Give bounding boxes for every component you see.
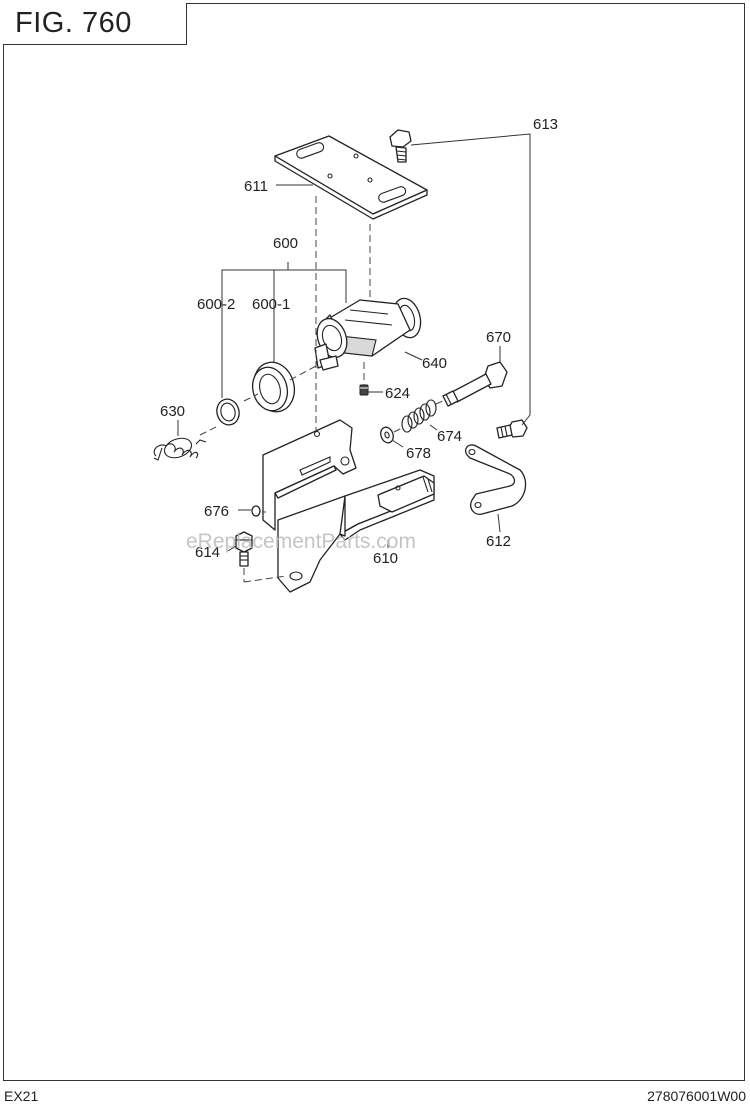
figure-title: FIG. 760: [15, 7, 132, 39]
label-614: 614: [195, 544, 220, 561]
label-612: 612: [486, 533, 511, 550]
hanger-612: [464, 444, 527, 515]
o-ring-600-2: [216, 398, 240, 426]
label-600-2: 600-2: [197, 296, 235, 313]
solenoid-640: [314, 297, 422, 371]
spring-630: [153, 437, 207, 461]
label-624: 624: [385, 385, 410, 402]
mounting-plate-611: [274, 135, 428, 220]
label-670: 670: [486, 329, 511, 346]
ring-600-1: [251, 361, 296, 413]
drawing-frame: [3, 3, 745, 1081]
label-676: 676: [204, 503, 229, 520]
label-600-1: 600-1: [252, 296, 290, 313]
label-600: 600: [273, 235, 298, 252]
bolt-614: [235, 531, 253, 567]
label-610: 610: [373, 550, 398, 567]
footer-code: 278076001W00: [647, 1088, 746, 1104]
label-640: 640: [422, 355, 447, 372]
watermark-text: eReplacementParts.com: [186, 530, 416, 553]
bracket-610: [262, 419, 435, 593]
clip-676: [251, 505, 261, 517]
figure-title-box: FIG. 760: [3, 3, 187, 45]
label-613: 613: [533, 116, 558, 133]
shoulder-bolt-670: [442, 361, 508, 407]
bolt-613-top: [389, 129, 412, 163]
label-611: 611: [244, 178, 268, 195]
spring-674: [401, 399, 437, 433]
washer-678: [380, 426, 394, 444]
label-678: 678: [406, 445, 431, 462]
screw-624: [359, 384, 369, 396]
footer-model: EX21: [4, 1088, 39, 1104]
label-630: 630: [160, 403, 185, 420]
label-674: 674: [437, 428, 462, 445]
bolt-613-right: [496, 419, 528, 439]
